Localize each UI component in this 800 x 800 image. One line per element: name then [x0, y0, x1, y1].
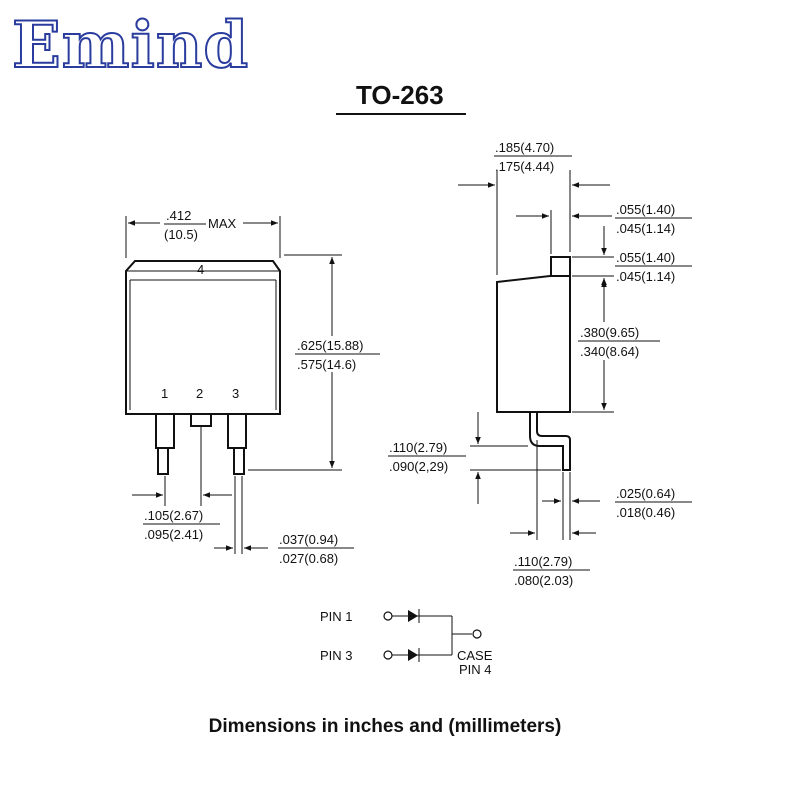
lead-length-mm-value: .080(2.03) — [514, 573, 573, 588]
lead-width-inch-value: .037(0.94) — [279, 532, 338, 547]
case-pin-label: PIN 4 — [459, 662, 492, 677]
lead-width-mm-value: .027(0.68) — [279, 551, 338, 566]
body-height-inch-value: .380(9.65) — [580, 325, 639, 340]
pin-1-shoulder — [155, 413, 175, 449]
pin-schematic: PIN 1 PIN 3 CASE PIN 4 — [320, 609, 493, 677]
side-lead — [529, 412, 571, 471]
height-mm-value: .575(14.6) — [297, 357, 356, 372]
pin-2-label: 2 — [196, 386, 203, 401]
width-inch-value: .412 — [166, 208, 191, 223]
side-body-outline — [496, 275, 571, 413]
lead-drop-mm-value: .090(2,29) — [389, 459, 448, 474]
pin-1-diode-symbol — [408, 610, 418, 622]
height-inch-value: .625(15.88) — [297, 338, 364, 353]
tab-width-mm-value: .045(1.14) — [616, 221, 675, 236]
front-view: 4 1 2 3 .412 (10.5) MAX .625(15.88) .575… — [125, 206, 382, 566]
pitch-mm-value: .095(2.41) — [144, 527, 203, 542]
pin-2-stub — [190, 413, 212, 427]
side-view: .185(4.70) .175(4.44) .055(1.40) .045(1.… — [388, 140, 692, 588]
pin-3-lead — [233, 447, 245, 475]
tab-pin-label: 4 — [197, 262, 204, 277]
lead-drop-inch-value: .110(2.79) — [389, 440, 447, 455]
lead-length-inch-value: .110(2.79) — [514, 554, 572, 569]
thickness-mm-value: .175(4.44) — [495, 159, 554, 174]
tab-height-inch-value: .055(1.40) — [616, 250, 675, 265]
package-title: TO-263 — [356, 80, 444, 110]
schematic-pin-3-label: PIN 3 — [320, 648, 353, 663]
tab-height-mm-value: .045(1.14) — [616, 269, 675, 284]
pin-3-terminal — [383, 650, 393, 660]
units-caption: Dimensions in inches and (millimeters) — [208, 716, 562, 737]
pitch-inch-value: .105(2.67) — [144, 508, 203, 523]
body-height-mm-value: .340(8.64) — [580, 344, 639, 359]
schematic-pin-1-label: PIN 1 — [320, 609, 353, 624]
pin-3-diode-symbol — [408, 649, 418, 661]
lead-thickness-mm-value: .018(0.46) — [616, 505, 675, 520]
pin-3-shoulder — [227, 413, 247, 449]
tab-width-inch-value: .055(1.40) — [616, 202, 675, 217]
pin-3-label: 3 — [232, 386, 239, 401]
case-terminal — [472, 629, 482, 639]
thickness-inch-value: .185(4.70) — [495, 140, 554, 155]
pin-1-lead — [157, 447, 169, 475]
pin-1-label: 1 — [161, 386, 168, 401]
width-max-label: MAX — [208, 216, 237, 231]
brand-logo: Emind — [11, 8, 250, 83]
lead-thickness-inch-value: .025(0.64) — [616, 486, 675, 501]
title-underline — [336, 113, 466, 115]
case-label: CASE — [457, 648, 493, 663]
pin-1-terminal — [383, 611, 393, 621]
side-tab — [550, 256, 571, 277]
width-mm-value: (10.5) — [164, 227, 198, 242]
